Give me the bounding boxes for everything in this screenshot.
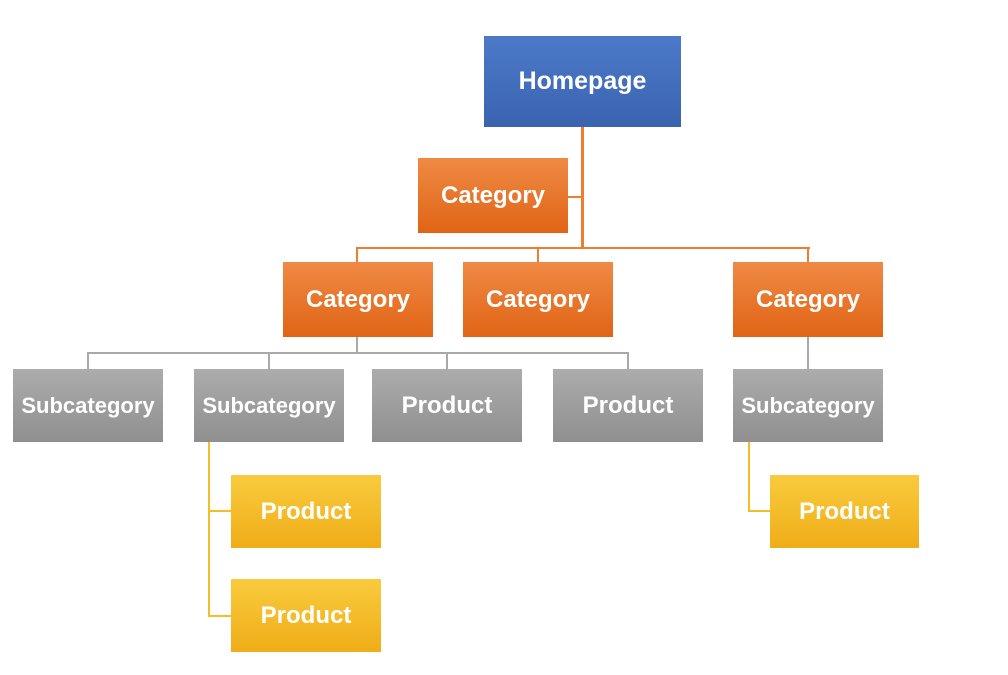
- node-category-assistant[interactable]: Category: [418, 158, 568, 233]
- connector-category-left-children-rail: [87, 352, 629, 354]
- connector-homepage-trunk: [581, 127, 584, 248]
- connector-drop-subcategory-left: [87, 352, 89, 369]
- node-product-gray-2[interactable]: Product: [553, 369, 703, 442]
- node-subcategory-mid[interactable]: Subcategory: [194, 369, 344, 442]
- node-product-yellow-2[interactable]: Product: [231, 579, 381, 652]
- node-category-middle[interactable]: Category: [463, 262, 613, 337]
- node-product-yellow-3[interactable]: Product: [770, 475, 919, 548]
- node-product-yellow-1[interactable]: Product: [231, 475, 381, 548]
- connector-subcategory-mid-trunk: [208, 442, 210, 617]
- connector-drop-category-right: [807, 247, 809, 262]
- connector-drop-product-gray-2: [627, 352, 629, 369]
- node-category-left[interactable]: Category: [283, 262, 433, 337]
- connector-drop-category-middle: [537, 247, 539, 262]
- node-subcategory-right[interactable]: Subcategory: [733, 369, 883, 442]
- connector-subcategory-right-trunk: [748, 442, 750, 512]
- node-homepage[interactable]: Homepage: [484, 36, 681, 127]
- node-product-gray-1[interactable]: Product: [372, 369, 522, 442]
- node-category-right[interactable]: Category: [733, 262, 883, 337]
- node-subcategory-left[interactable]: Subcategory: [13, 369, 163, 442]
- connector-category-left-trunk: [356, 337, 358, 353]
- connector-category-right-to-subcategory: [807, 337, 809, 369]
- connector-drop-category-left: [356, 247, 358, 262]
- connector-elbow-product-yellow-1: [208, 510, 231, 512]
- connector-elbow-product-yellow-2: [208, 615, 231, 617]
- connector-homepage-children-rail: [356, 247, 810, 249]
- connector-elbow-product-yellow-3: [748, 510, 770, 512]
- connector-homepage-to-category-assistant: [568, 196, 582, 198]
- connector-drop-product-gray-1: [446, 352, 448, 369]
- connector-drop-subcategory-mid: [268, 352, 270, 369]
